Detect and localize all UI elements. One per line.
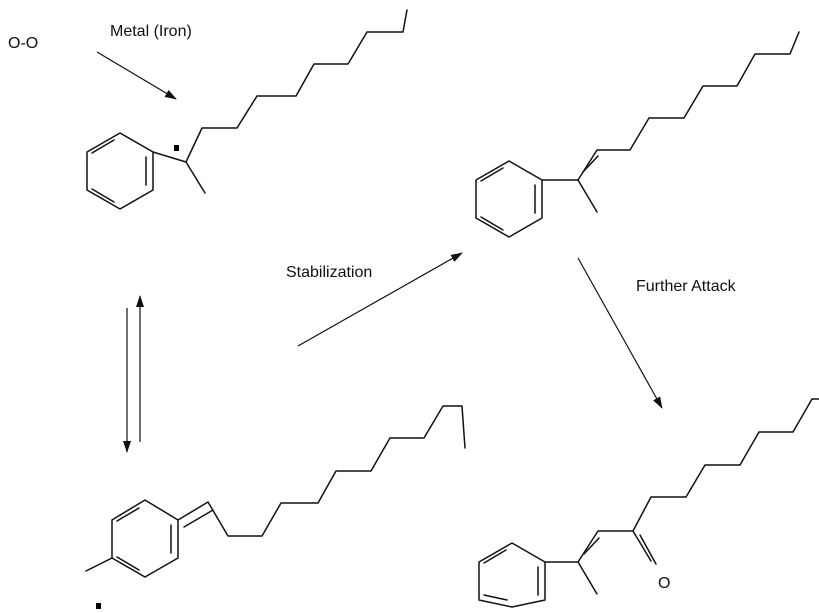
metal-iron-label: Metal (Iron): [110, 23, 192, 40]
benzene-ring-icon: [475, 160, 543, 238]
alkyl-chain-tail: [632, 398, 819, 532]
oxygen-label: O-O: [8, 35, 38, 52]
alkyl-chain: [152, 9, 408, 163]
enone-molecule: [478, 398, 819, 608]
cyclohexadiene-ring-icon: [111, 499, 179, 578]
metal-attack-arrow: [96, 51, 177, 100]
benzene-ring-icon: [86, 132, 154, 210]
alkyl-chain: [541, 31, 800, 181]
quinoid-radical-molecule: [85, 405, 466, 609]
further-attack-label: Further Attack: [636, 278, 737, 295]
methyl-branch: [577, 561, 598, 595]
methyl-branch: [85, 557, 113, 572]
stabilization-label: Stabilization: [286, 264, 372, 281]
double-bond-line: [583, 537, 600, 555]
radical-dot: [174, 145, 179, 151]
carbonyl-double-bond: [639, 534, 657, 565]
alkyl-chain: [177, 405, 466, 537]
radical-dot: [96, 603, 101, 609]
carbonyl-oxygen-label: O: [658, 575, 670, 592]
benzene-ring-icon: [478, 542, 546, 608]
stabilization-arrow: [297, 252, 463, 347]
methyl-branch: [185, 161, 206, 194]
exocyclic-double-bond: [183, 509, 214, 528]
further-attack-arrow: [577, 257, 663, 409]
methyl-branch: [577, 179, 598, 213]
alkene-molecule: [475, 31, 800, 238]
alkyl-chain: [544, 530, 652, 563]
benzylic-radical-molecule: [86, 9, 408, 210]
double-bond-line: [582, 155, 599, 173]
